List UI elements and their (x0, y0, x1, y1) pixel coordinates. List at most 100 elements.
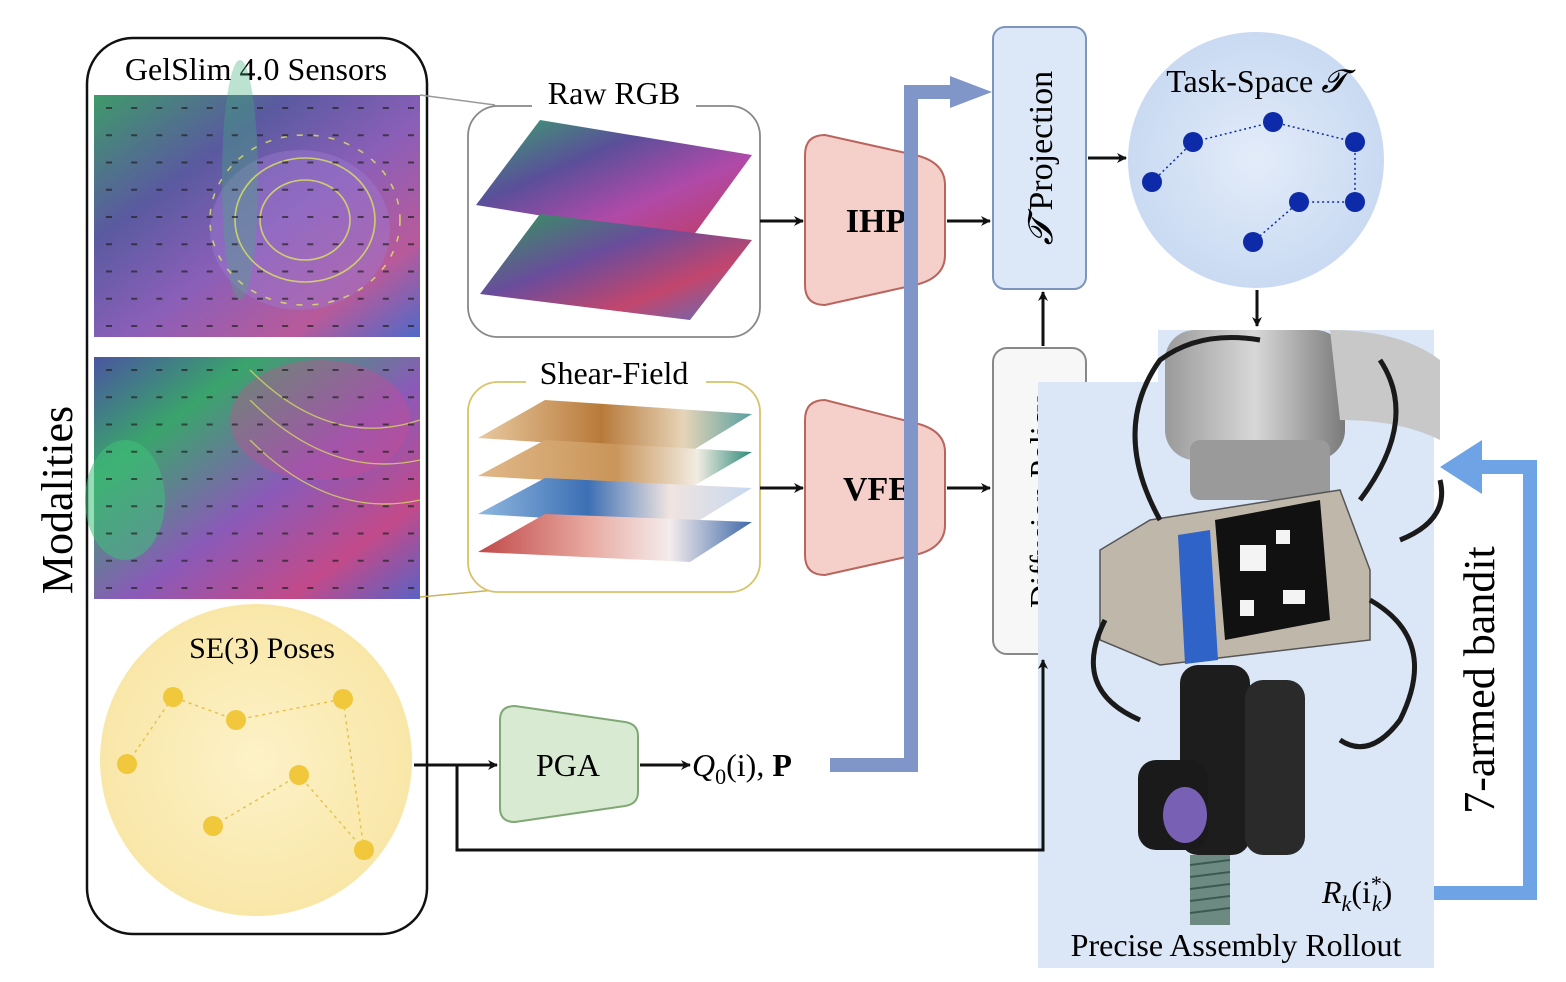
sensor-marker-dot (181, 396, 188, 399)
sensor-marker-dot (382, 532, 389, 535)
sensor-marker-dot (131, 270, 138, 273)
sensor-marker-dot (332, 559, 339, 562)
sensor-marker-dot (181, 505, 188, 508)
sensor-marker-dot (231, 188, 238, 191)
sensor-marker-dot (332, 107, 339, 109)
sensor-marker-dot (282, 107, 289, 109)
sensor-marker-dot (382, 450, 389, 453)
rollout-panel: Precise Assembly Rollout Rk(i*k) (1038, 330, 1445, 968)
sensor-marker-dot (106, 107, 112, 109)
sensor-marker-dot (282, 532, 289, 535)
sensor-marker-dot (282, 369, 289, 371)
robot-cables (1090, 335, 1445, 750)
sensor-marker-dot (307, 134, 314, 137)
sensor-marker-dot (382, 369, 389, 371)
sensor-marker-dot (382, 423, 389, 426)
sensor-marker-dot (206, 188, 213, 191)
sensor-marker-dot (307, 423, 314, 426)
sensor-marker-dot (332, 325, 339, 327)
sensor-marker-dot (131, 188, 138, 191)
sensor-marker-dot (231, 587, 238, 589)
sensor-marker-dot (156, 505, 163, 508)
sensor-marker-dot (332, 532, 339, 535)
sensor-marker-dot (382, 243, 389, 246)
sensor-marker-dot (206, 134, 213, 137)
sensor-marker-dot (257, 587, 263, 589)
gripper-mount (1190, 440, 1330, 500)
sensor-marker-dot (357, 297, 364, 300)
modalities-label: Modalities (33, 406, 82, 594)
sensor-marker-dot (131, 532, 138, 535)
sensor-marker-dot (231, 270, 238, 273)
sensor-marker-dot (156, 396, 163, 399)
sensor-marker-dot (332, 396, 339, 399)
rgb-connector (419, 94, 496, 106)
sensor-marker-dot (307, 107, 314, 109)
sensor-marker-dot (408, 161, 414, 164)
sensor-marker-dot (131, 559, 138, 562)
sensor-marker-dot (181, 478, 188, 480)
sensor-marker-dot (307, 587, 314, 589)
sensor-marker-dot (156, 161, 163, 164)
sensor-marker-dot (181, 369, 188, 371)
sensor-marker-dot (307, 450, 314, 453)
sensor-marker-dot (408, 532, 414, 535)
sensor-marker-dot (181, 243, 188, 246)
rgb-layer-2 (480, 214, 752, 320)
sensor-marker-dot (106, 478, 112, 480)
sensor-marker-dot (332, 243, 339, 246)
sensor-marker-dot (332, 134, 339, 137)
sensor-marker-dot (357, 161, 364, 164)
sensor-marker-dot (408, 325, 414, 327)
sensor-marker-dot (257, 325, 263, 327)
sensor-marker-dot (408, 450, 414, 453)
sensor-marker-dot (181, 532, 188, 535)
sensor-marker-dot (106, 369, 112, 371)
sensor-marker-dot (156, 216, 163, 218)
sensor-marker-dot (131, 134, 138, 137)
sensor-marker-dot (357, 134, 364, 137)
sensor-marker-dot (357, 216, 364, 218)
sensor-marker-dot (332, 423, 339, 426)
bandit-feedback-arrowhead (1440, 440, 1482, 494)
se3-poses: SE(3) Poses (100, 604, 412, 916)
sensor-marker-dot (307, 478, 314, 480)
sensor-marker-dot (257, 450, 263, 453)
se3-pose-points (117, 687, 374, 860)
right-finger (1245, 680, 1305, 855)
sensor-marker-dot (156, 107, 163, 109)
sensor-marker-dot (257, 243, 263, 246)
sensor-marker-dot (408, 107, 414, 109)
sensor-marker-dot (231, 297, 238, 300)
blue-tape (1178, 530, 1218, 664)
sensor-marker-dot (156, 369, 163, 371)
sensor-marker-dot (106, 270, 112, 273)
sensor-marker-dot (131, 478, 138, 480)
task-space-points (1142, 112, 1365, 252)
sensor-marker-dot (332, 297, 339, 300)
pga-output-label: Q0(i), P (692, 747, 792, 789)
sensor-marker-dot (332, 587, 339, 589)
sensor-marker-dot (408, 297, 414, 300)
sensor-marker-dot (307, 532, 314, 535)
sensor-marker-dot (307, 505, 314, 508)
sensor-marker-dot (131, 161, 138, 164)
sensor-marker-dot (307, 559, 314, 562)
sensor-marker-dot (181, 559, 188, 562)
sensor-marker-dot (206, 161, 213, 164)
sensor-marker-dot (257, 505, 263, 508)
sensor-marker-dot (206, 423, 213, 426)
sensor-marker-dot (332, 450, 339, 453)
sensor-marker-dot (206, 505, 213, 508)
sensor-marker-dot (408, 423, 414, 426)
sensor-marker-dot (181, 325, 188, 327)
sensor-marker-dot (257, 369, 263, 371)
task-space-label: Task-Space 𝓣 (1166, 63, 1356, 99)
sensor-marker-dot (408, 396, 414, 399)
sensor-marker-dot (357, 532, 364, 535)
sensor-marker-dot (357, 325, 364, 327)
projection-box (992, 26, 1087, 290)
sensor-marker-dot (282, 450, 289, 453)
se3-poses-label: SE(3) Poses (189, 632, 335, 665)
